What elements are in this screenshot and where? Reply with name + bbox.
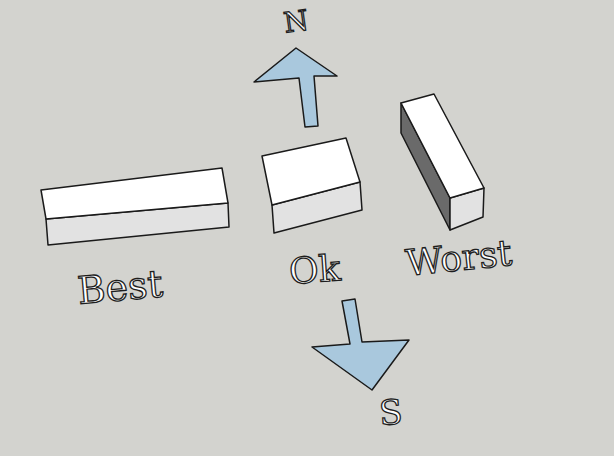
box-label: Ok bbox=[288, 250, 342, 289]
worst-box-top bbox=[401, 94, 484, 198]
south-arrow bbox=[312, 299, 409, 390]
box-label: Worst bbox=[404, 235, 514, 282]
ok-box-top bbox=[262, 138, 360, 205]
best-box-top bbox=[41, 168, 228, 219]
box-label: Best bbox=[76, 265, 164, 310]
north-arrow bbox=[254, 48, 337, 127]
compass-south: S bbox=[378, 394, 404, 430]
compass-north: N bbox=[282, 7, 310, 38]
